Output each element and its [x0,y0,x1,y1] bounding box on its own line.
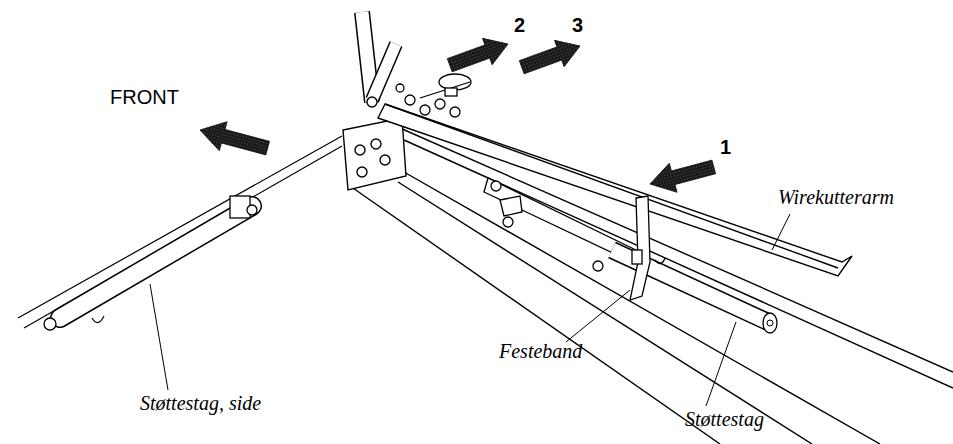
direction-arrow [196,116,271,163]
locking-pins [420,82,470,98]
direction-arrow [517,33,585,81]
mounting-plate [343,118,406,190]
locking-pins [420,105,430,115]
frame-beam [404,140,953,388]
top-bracket [372,44,396,100]
direction-arrow [646,152,718,198]
label-anchor: Støttestag [683,408,766,431]
strap [630,196,650,300]
label-anchor: 2 [512,14,527,37]
top-bracket [372,44,396,100]
label-anchor: FRONT [108,86,181,109]
leader-line [150,214,790,406]
label-anchor: 1 [718,136,733,159]
frame-beam [400,128,953,372]
frame-beam [350,186,720,444]
top-bracket [367,97,377,107]
label-anchor: Wirekutterarm [776,186,896,209]
side-wire [18,136,342,328]
strap [630,196,665,300]
leader-line [706,322,736,406]
side-support-tube [60,206,252,318]
callout-number: 3 [570,14,585,37]
mounting-plate [357,167,367,177]
side-wire [24,146,342,328]
locking-pins [396,84,404,92]
part-name: Støttestag, side [138,392,263,415]
side-support-tube [247,205,257,215]
frame-beam [398,182,812,444]
locking-pins [445,88,457,96]
support-tube [767,320,773,326]
side-support-tube [60,206,252,318]
locking-pins [396,74,471,117]
mounting-plate [355,145,365,155]
label-anchor: Festeband [497,340,584,363]
side-support-tube [230,196,250,218]
top-bracket [362,12,396,107]
callout-number: 1 [718,136,733,159]
strap [632,250,642,264]
leader-line [150,284,168,390]
brace [503,217,513,227]
wire-cutter-arm [385,104,838,268]
label-anchor: Støttestag, side [138,392,263,415]
mounting-plate [380,155,390,165]
brace [593,261,603,271]
callout-number: 2 [512,14,527,37]
frame-beam [404,172,880,444]
direction-label: FRONT [108,86,181,109]
mounting-plate [371,139,381,149]
locking-pins [450,107,460,117]
frame-beam [350,128,953,444]
locking-pins [405,95,415,105]
strap [655,258,665,264]
side-support-tube [44,318,56,330]
side-support-tube [44,196,257,330]
side-wire [18,136,342,318]
label-anchor: 3 [570,14,585,37]
side-support-tube [92,316,104,323]
part-name: Festeband [497,340,584,363]
part-name: Støttestag [683,408,766,431]
leader-line [772,214,790,250]
direction-arrow [445,31,513,79]
mounting-plate [343,118,406,190]
leader-line [566,290,630,342]
part-name: Wirekutterarm [776,186,896,209]
brace [491,181,501,191]
brace [500,196,522,216]
support-tube [763,313,777,333]
locking-pins [435,99,445,109]
